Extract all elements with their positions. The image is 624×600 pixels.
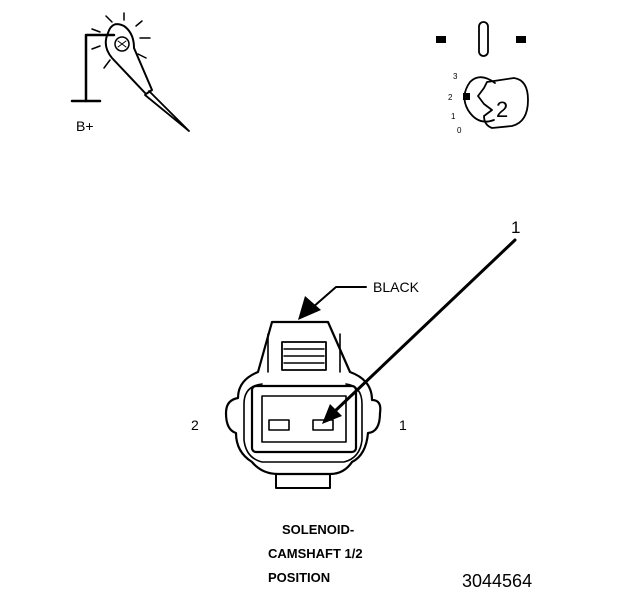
figure-id: 3044564 [462,571,532,591]
terminal-pin-1 [312,419,334,431]
caption-line-1: SOLENOID- [282,522,354,537]
key-position-3: 3 [453,72,458,81]
key-position-2: 2 [448,93,453,102]
key-position-1: 1 [451,112,456,121]
pin-right-label: 1 [399,417,407,433]
color-label-arrow [298,286,367,320]
terminal-pin-2 [268,419,290,431]
caption-line-2: CAMSHAFT 1/2 [268,546,363,561]
key-number: 2 [496,97,508,122]
caption-line-3: POSITION [268,570,330,585]
callout-leader-line [322,238,517,424]
pin-left-label: 2 [191,417,199,433]
connector-body [224,320,382,489]
battery-label: B+ [76,118,94,134]
connector-color-label: BLACK [373,279,420,295]
key-position-0: 0 [457,126,462,135]
ignition-key-icon [436,21,529,129]
test-light-icon [84,12,190,132]
callout-number: 1 [511,218,520,237]
